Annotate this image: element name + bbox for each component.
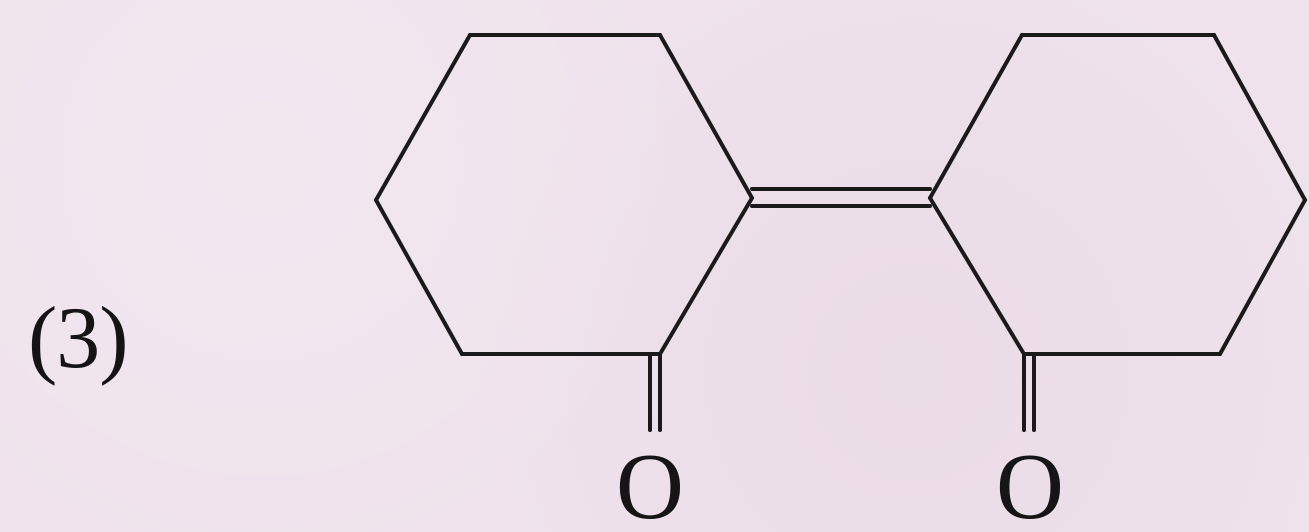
question-number: (3): [28, 290, 129, 387]
right-ring-bond-lower-left: [928, 196, 1026, 356]
left-ring-bond-lower-left: [374, 198, 464, 356]
left-ring-bond-upper-left: [374, 33, 472, 202]
right-carbonyl: O: [996, 352, 1064, 532]
left-oxygen-label: O: [616, 435, 684, 532]
left-ring: [374, 33, 754, 356]
left-ring-bond-lower-right: [658, 196, 754, 356]
left-ring-bond-upper-right: [658, 33, 754, 200]
central-double-bond: [750, 187, 932, 208]
left-carbonyl: O: [616, 352, 684, 532]
right-ring: [928, 33, 1307, 356]
right-ring-bond-upper-left: [928, 33, 1024, 200]
right-oxygen-label: O: [996, 435, 1064, 532]
right-ring-bond-lower-right: [1218, 198, 1307, 356]
right-ring-bond-upper-right: [1212, 33, 1307, 202]
